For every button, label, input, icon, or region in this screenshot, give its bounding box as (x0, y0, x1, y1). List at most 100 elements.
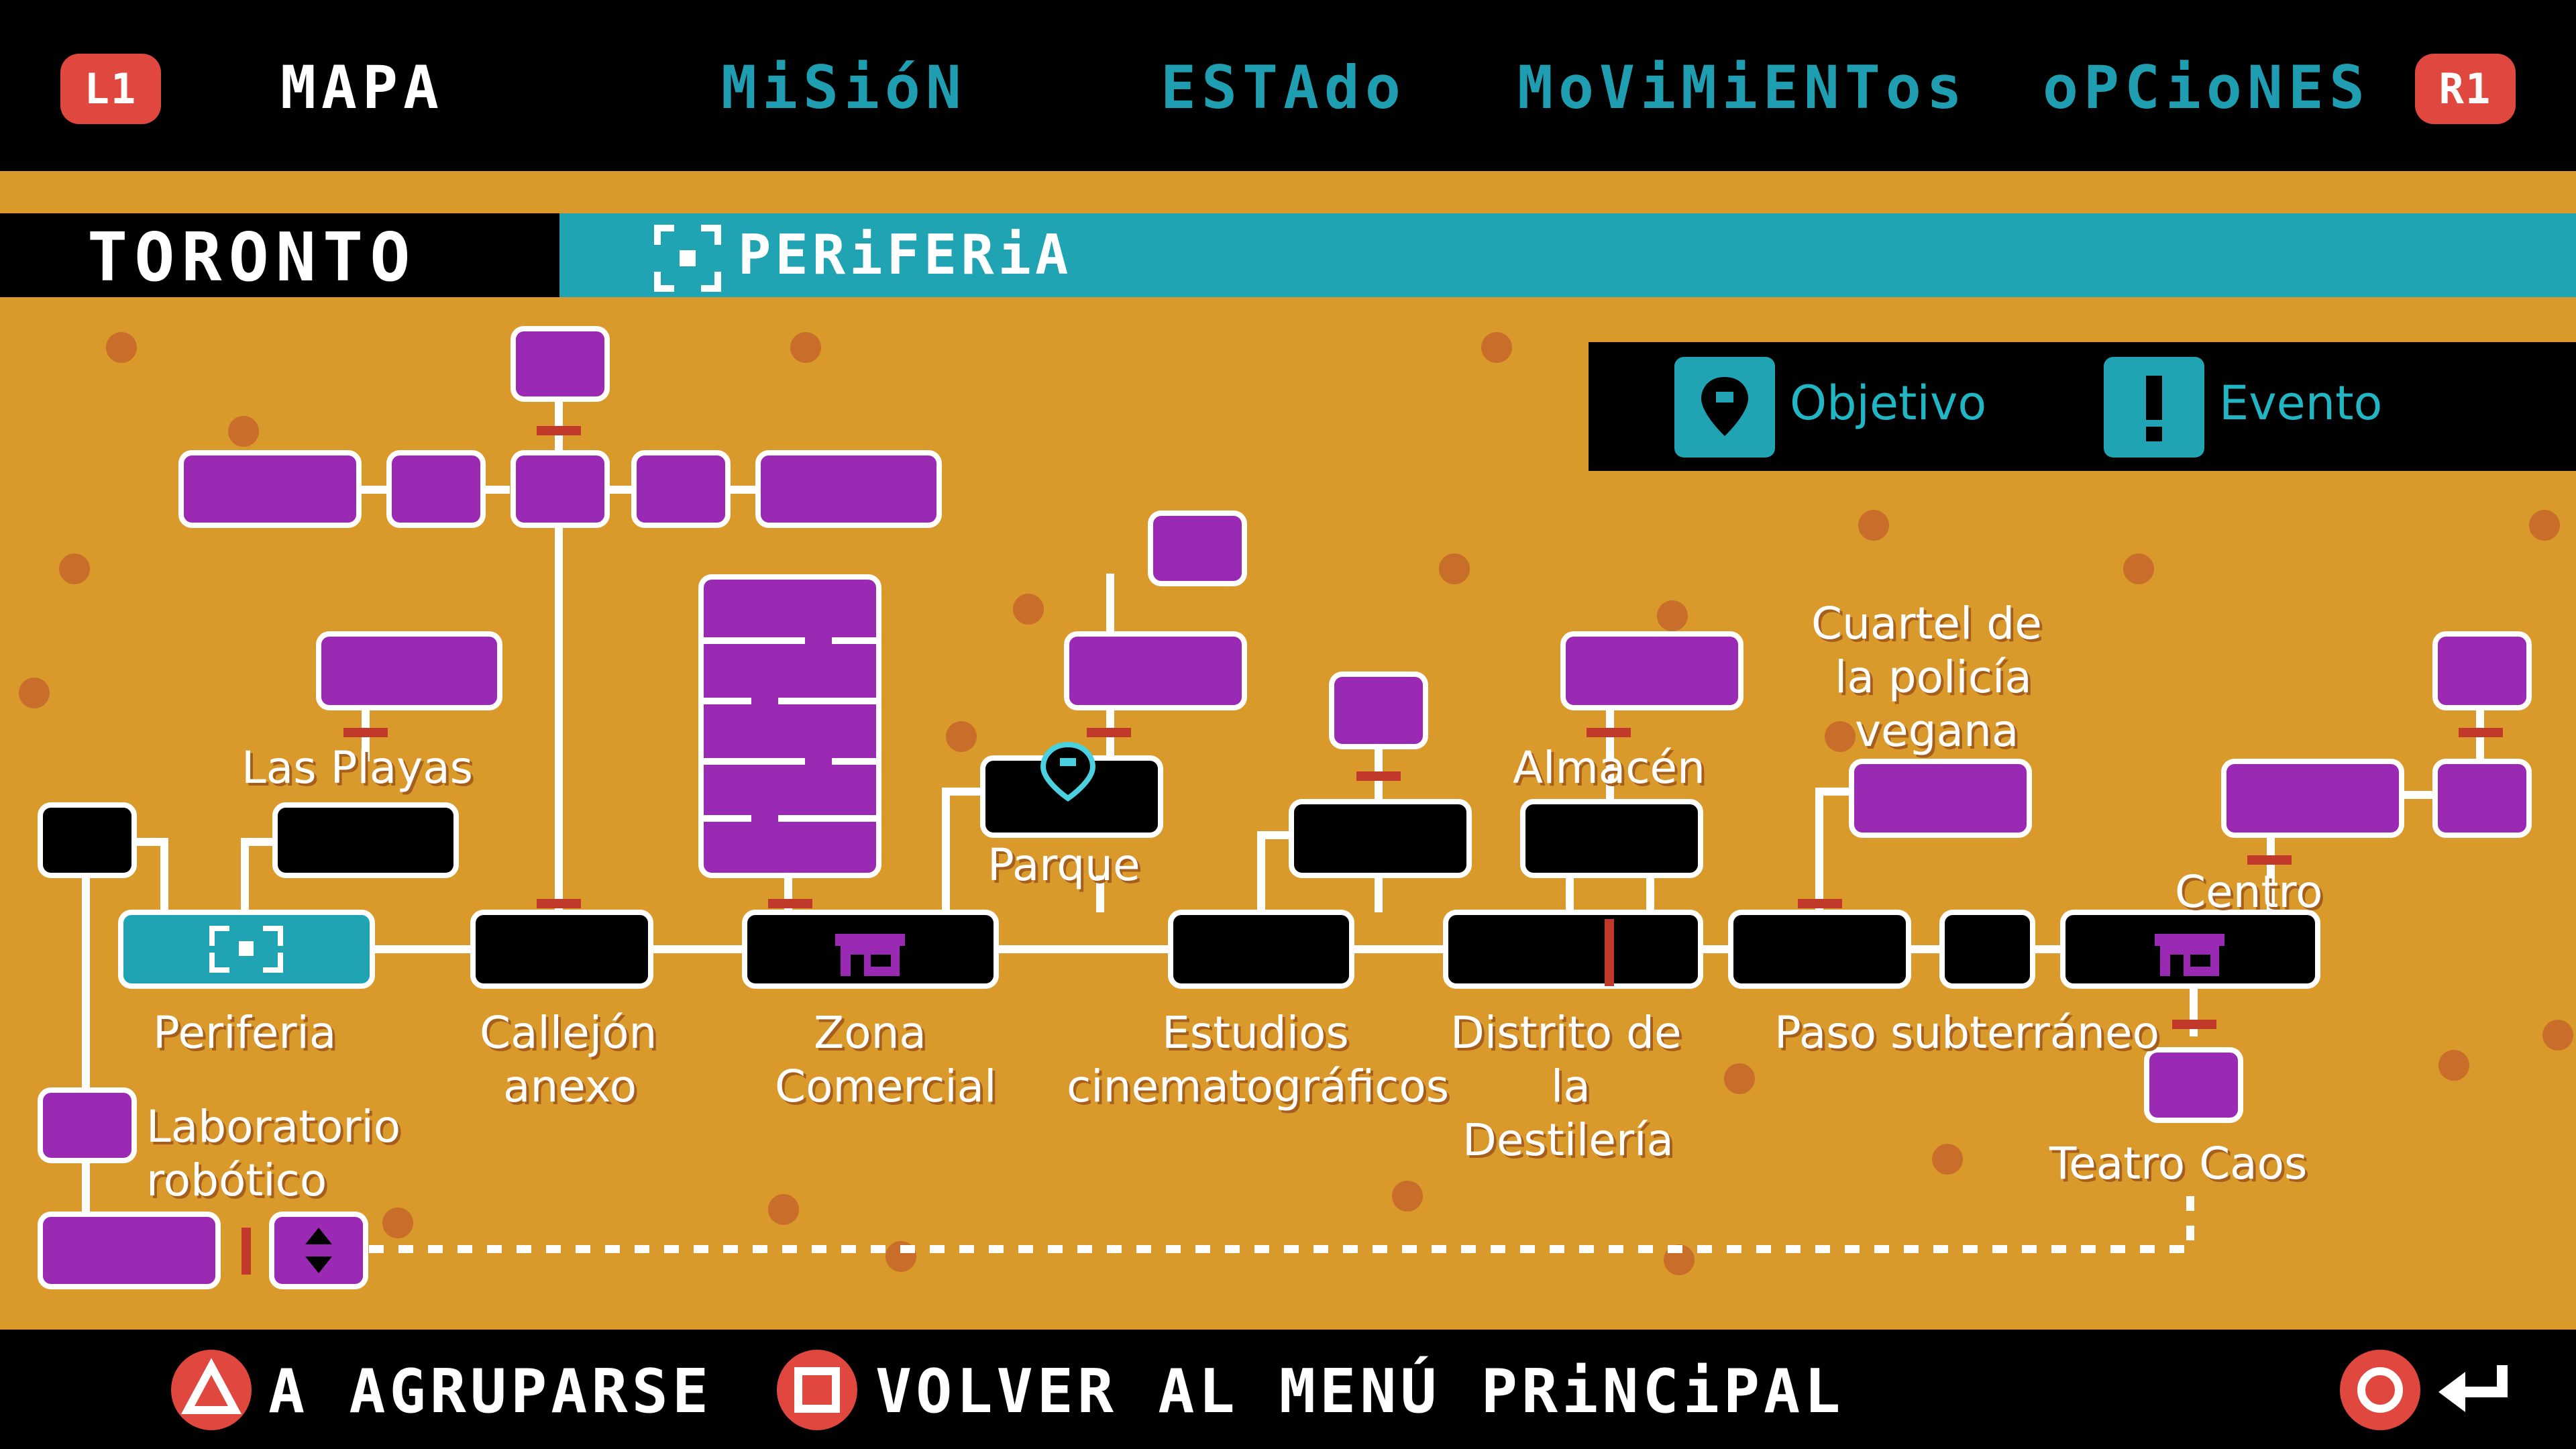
label-laboratorio-1: Laboratorio (146, 1101, 401, 1152)
map-room (1329, 672, 1428, 749)
map-room (755, 450, 942, 528)
location-target-icon (654, 225, 721, 292)
map-room (631, 450, 731, 528)
bg-dot (1932, 1144, 1963, 1175)
map-room (316, 631, 502, 710)
map-room (1148, 511, 1247, 586)
label-distrito-2: la (1551, 1061, 1591, 1112)
map-panel: TORONTO PERiFERiA Objetivo Evento (0, 171, 2576, 1330)
bg-dot (1858, 510, 1889, 541)
label-callejon-2: anexo (503, 1061, 637, 1112)
map-room (1939, 910, 2035, 989)
shop-icon (835, 934, 905, 976)
label-callejon-1: Callejón (480, 1007, 657, 1059)
l1-button[interactable]: L1 (60, 54, 161, 124)
back-to-main-menu-action[interactable]: VOLVER AL MENÚ PRiNCiPAL (875, 1356, 1845, 1427)
label-paso: Paso subterráneo (1774, 1007, 2159, 1059)
objective-pin-icon (1040, 741, 1096, 802)
tab-opciones[interactable]: oPCioNES (2043, 52, 2370, 122)
r1-button[interactable]: R1 (2415, 54, 2516, 124)
triangle-button-icon[interactable] (171, 1350, 252, 1430)
elevator-icon (305, 1228, 332, 1273)
label-laboratorio-2: robótico (146, 1155, 327, 1206)
legend-event-label: Evento (2219, 376, 2383, 431)
back-arrow-icon[interactable] (2435, 1355, 2516, 1426)
label-cuartel-1: Cuartel de (1811, 598, 2042, 649)
bg-dot (2438, 1050, 2469, 1081)
map-room (386, 450, 486, 528)
bg-dot (2123, 553, 2154, 584)
label-distrito-3: Destilería (1462, 1114, 1674, 1166)
map-room (698, 574, 881, 878)
label-centro: Centro (2175, 866, 2323, 918)
regroup-action[interactable]: A AGRUPARSE (268, 1356, 713, 1427)
bg-dot (1825, 721, 1856, 752)
map-room (2432, 759, 2532, 838)
map-room (511, 450, 610, 528)
bg-dot (1657, 600, 1688, 631)
map-room-callejon (470, 910, 653, 989)
square-button-icon[interactable] (777, 1350, 857, 1430)
label-distrito-1: Distrito de (1450, 1007, 1682, 1059)
map-room (38, 1087, 137, 1163)
bg-dot (19, 678, 50, 708)
connector (134, 838, 168, 919)
map-room-almacen (1520, 799, 1703, 878)
bg-dot (946, 721, 977, 752)
bg-dot (768, 1194, 799, 1225)
tab-movimientos[interactable]: MoViMiENTos (1517, 52, 1968, 122)
connector (1257, 831, 1291, 919)
top-nav-bar: L1 MAPA MiSióN ESTAdo MoViMiENTos oPCioN… (0, 0, 2576, 171)
connector (1815, 788, 1851, 919)
map-legend: Objetivo Evento (1589, 342, 2576, 471)
label-almacen: Almacén (1513, 742, 1705, 794)
objective-pin-icon (1674, 357, 1775, 458)
label-estudios-1: Estudios (1162, 1007, 1349, 1059)
bg-dot (382, 1208, 413, 1238)
label-cuartel-2: la policía (1835, 651, 2032, 703)
map-room (38, 1212, 221, 1289)
label-zona-2: Comercial (775, 1061, 997, 1112)
connector (942, 788, 983, 919)
tab-mision[interactable]: MiSióN (721, 52, 967, 122)
bg-dot (2529, 510, 2560, 541)
label-estudios-2: cinematográficos (1067, 1061, 1450, 1112)
bg-dot (106, 332, 137, 363)
map-room-estudios (1168, 910, 1354, 989)
map-graph (38, 326, 2532, 1289)
label-zona-1: Zona (814, 1007, 926, 1059)
map-room (38, 802, 137, 878)
bg-dot (1439, 553, 1470, 584)
zone-band (559, 213, 2576, 297)
bg-dot (1013, 594, 1044, 625)
map-room (2144, 1047, 2243, 1123)
bg-dot (1724, 1063, 1755, 1094)
map-room-paso (1728, 910, 1911, 989)
label-parque: Parque (987, 839, 1140, 891)
label-las-playas: Las Playas (241, 742, 474, 794)
map-room (178, 450, 362, 528)
event-exclamation-icon (2104, 357, 2204, 458)
zone-name: PERiFERiA (738, 223, 1073, 287)
map-room (272, 802, 459, 878)
map-room (1849, 759, 2032, 838)
bottom-bar: A AGRUPARSE VOLVER AL MENÚ PRiNCiPAL (0, 1330, 2576, 1449)
elevator-room (269, 1212, 368, 1289)
label-teatro: Teatro Caos (2049, 1138, 2308, 1189)
tab-estado[interactable]: ESTAdo (1161, 52, 1406, 122)
bg-dot (790, 332, 821, 363)
circle-button-icon[interactable] (2340, 1350, 2420, 1430)
bg-dot (1392, 1181, 1423, 1212)
bg-dot (228, 416, 259, 447)
city-band (0, 213, 559, 297)
tab-mapa[interactable]: MAPA (280, 52, 444, 122)
shop-icon (2155, 934, 2224, 976)
secret-path (369, 1187, 2194, 1253)
map-room (2221, 759, 2404, 838)
label-periferia: Periferia (153, 1007, 337, 1059)
map-room (2432, 631, 2532, 710)
legend-objective-label: Objetivo (1790, 376, 1987, 431)
bg-dot (1481, 332, 1512, 363)
city-name: TORONTO (87, 218, 417, 297)
current-location-icon (209, 926, 283, 973)
